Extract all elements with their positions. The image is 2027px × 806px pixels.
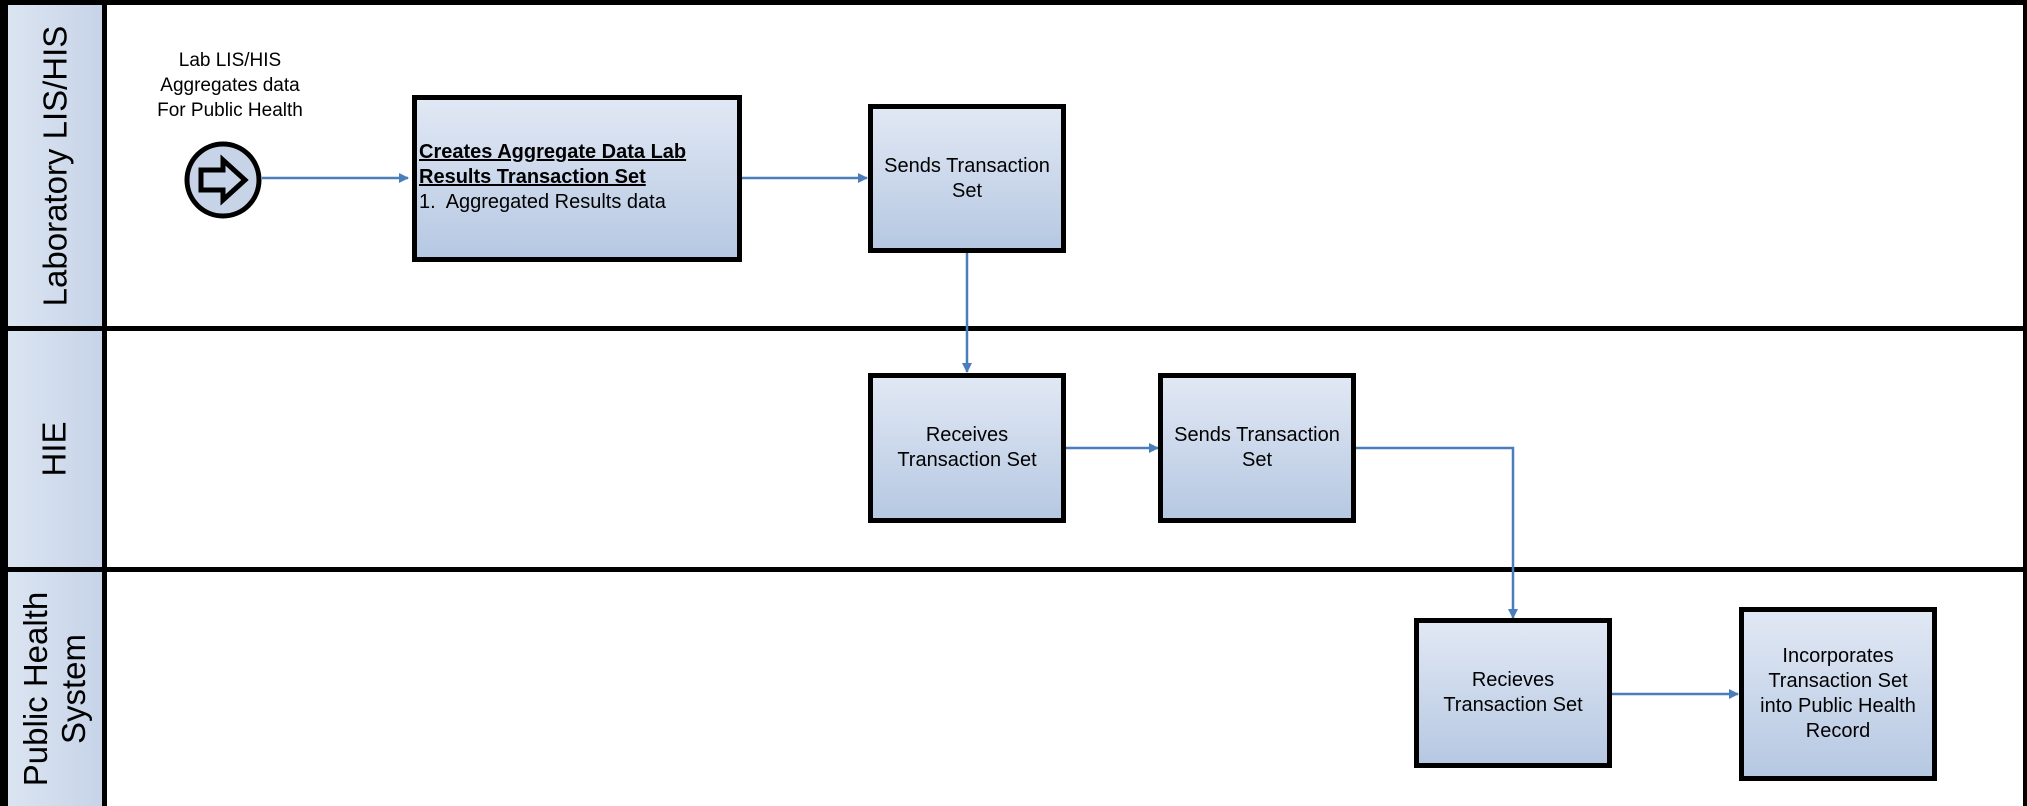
lane-divider-2 bbox=[0, 567, 2027, 572]
frame-right-border bbox=[2023, 0, 2027, 806]
start-event-label: Lab LIS/HIS Aggregates data For Public H… bbox=[157, 50, 303, 121]
task-hie-receives-transaction-set: Receives Transaction Set bbox=[868, 373, 1066, 523]
frame-top-border bbox=[0, 0, 2027, 5]
task-create-aggregate-data: Creates Aggregate Data Lab Results Trans… bbox=[412, 95, 742, 262]
task-ph-receives-transaction-set: Recieves Transaction Set bbox=[1414, 618, 1612, 768]
arrow-right-icon bbox=[184, 141, 262, 219]
lane-header-public-health: Public Health System bbox=[8, 572, 107, 806]
connector-hie-send-to-ph-receive bbox=[1356, 446, 1518, 619]
lane-divider-1 bbox=[0, 326, 2027, 331]
task-create-aggregate-title: Creates Aggregate Data Lab Results Trans… bbox=[419, 141, 687, 188]
task-hie-sends-transaction-set: Sends Transaction Set bbox=[1158, 373, 1356, 523]
task-lab-sends-transaction-set: Sends Transaction Set bbox=[868, 104, 1066, 253]
task-create-aggregate-item: 1. Aggregated Results data bbox=[419, 191, 666, 213]
lane-header-laboratory: Laboratory LIS/HIS bbox=[8, 5, 107, 326]
lane-header-hie: HIE bbox=[8, 331, 107, 567]
frame-left-border bbox=[0, 0, 8, 806]
task-ph-incorporates-transaction-set: Incorporates Transaction Set into Public… bbox=[1739, 607, 1937, 781]
